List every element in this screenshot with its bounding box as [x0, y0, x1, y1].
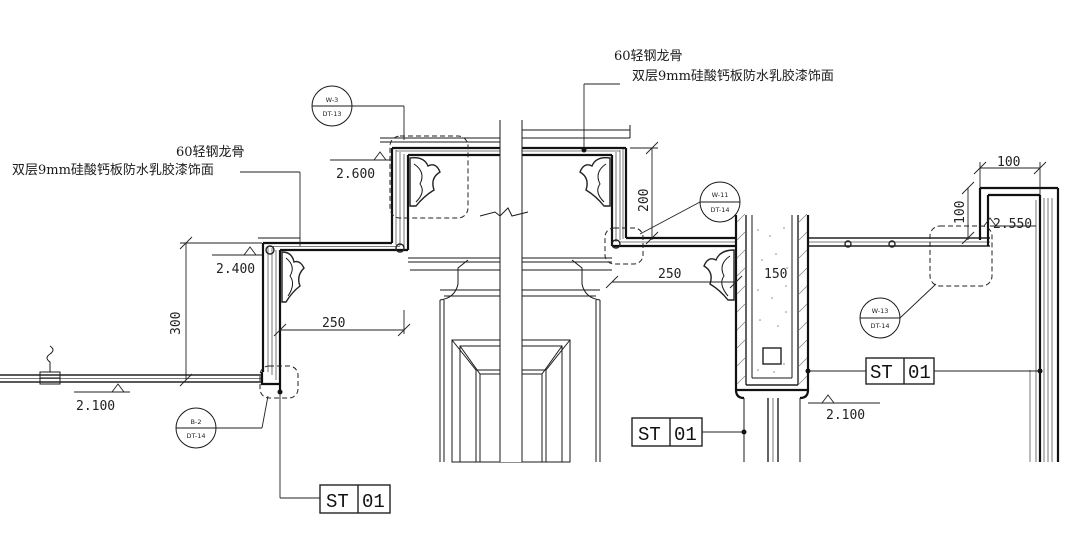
joint-marker [611, 239, 621, 249]
level-2600-label: 2.600 [336, 167, 375, 182]
note-top-line1: 60轻钢龙骨 [614, 49, 683, 64]
dimension-100-top [973, 161, 1047, 195]
tag-w13-bottom: DT-14 [871, 322, 890, 330]
material-tag-st-center [631, 417, 747, 447]
dimension-300 [179, 236, 262, 387]
left-ceiling-line [0, 374, 262, 383]
dimension-250-right [605, 275, 743, 289]
detail-box-w13 [929, 225, 993, 287]
detail-box-w11 [604, 227, 644, 265]
light-fixture-icon [39, 345, 61, 385]
level-marker-2400 [212, 246, 262, 256]
tag-w3-top: W-3 [326, 96, 339, 104]
dimension-250-right-label: 250 [658, 267, 681, 282]
dimension-150-label: 150 [764, 267, 787, 282]
dimension-250-left-label: 250 [322, 316, 345, 331]
note-left-line2: 双层9mm硅酸钙板防水乳胶漆饰面 [12, 162, 214, 178]
tag-w11-top: W-11 [712, 191, 729, 199]
level-2400-soffit [258, 237, 408, 252]
st-right-code: ST [870, 362, 893, 384]
material-tag-st-left [277, 389, 391, 514]
joint-marker [888, 240, 896, 248]
material-tag-st-right [805, 357, 1043, 385]
dimension-100-vert [961, 181, 975, 245]
tag-b2-bottom: DT-14 [187, 432, 206, 440]
level-2400-label: 2.400 [216, 262, 255, 277]
st-left-code: ST [326, 491, 349, 513]
tag-w13-top: W-13 [872, 307, 889, 315]
dimension-100-top-label: 100 [997, 155, 1020, 170]
dimension-200-label: 200 [637, 189, 652, 212]
raised-ceiling-box [380, 125, 631, 250]
detail-tag-w13 [859, 283, 937, 339]
detail-box-w3 [389, 135, 469, 219]
crown-molding-upper-right [579, 156, 611, 207]
break-symbol [479, 207, 529, 217]
st-right-num: 01 [908, 362, 931, 384]
tag-w11-bottom: DT-14 [711, 206, 730, 214]
crown-molding-right [703, 249, 735, 301]
level-2100-left-label: 2.100 [76, 399, 115, 414]
joint-marker [844, 240, 852, 248]
left-bulkhead [260, 243, 282, 392]
level-2100-right-label: 2.100 [826, 408, 865, 423]
level-marker-2100-right [808, 394, 880, 404]
st-center-num: 01 [674, 424, 697, 446]
detail-box-b2 [259, 365, 299, 399]
note-top-line2: 双层9mm硅酸钙板防水乳胶漆饰面 [632, 68, 834, 84]
detail-tag-w3 [311, 85, 405, 140]
crown-molding-upper-left [409, 156, 441, 207]
crown-molding-left [281, 251, 305, 303]
dimension-200 [630, 141, 659, 245]
st-left-num: 01 [362, 491, 385, 513]
break-gap [500, 110, 522, 462]
dimension-100-vert-label: 100 [953, 201, 968, 224]
joint-marker [265, 245, 275, 255]
note-left-line1: 60轻钢龙骨 [176, 145, 245, 160]
tag-w3-bottom: DT-13 [323, 110, 342, 118]
note-leader-left [240, 171, 301, 246]
dimension-300-label: 300 [169, 312, 184, 335]
dimension-250-left [273, 310, 411, 337]
level-2550-label: 2.550 [993, 217, 1032, 232]
detail-tag-b2 [175, 395, 269, 449]
note-leader-top [581, 83, 620, 153]
joint-marker [395, 243, 405, 253]
level-2400-right [612, 236, 736, 248]
tag-b2-top: B-2 [191, 418, 202, 426]
level-marker-2550 [983, 217, 1036, 227]
level-marker-2100-left [74, 383, 130, 393]
st-center-code: ST [638, 424, 661, 446]
detail-tag-w11 [639, 181, 741, 235]
structural-column [734, 213, 810, 462]
right-ceiling-2550 [808, 186, 1060, 462]
level-marker-2600 [330, 151, 392, 161]
